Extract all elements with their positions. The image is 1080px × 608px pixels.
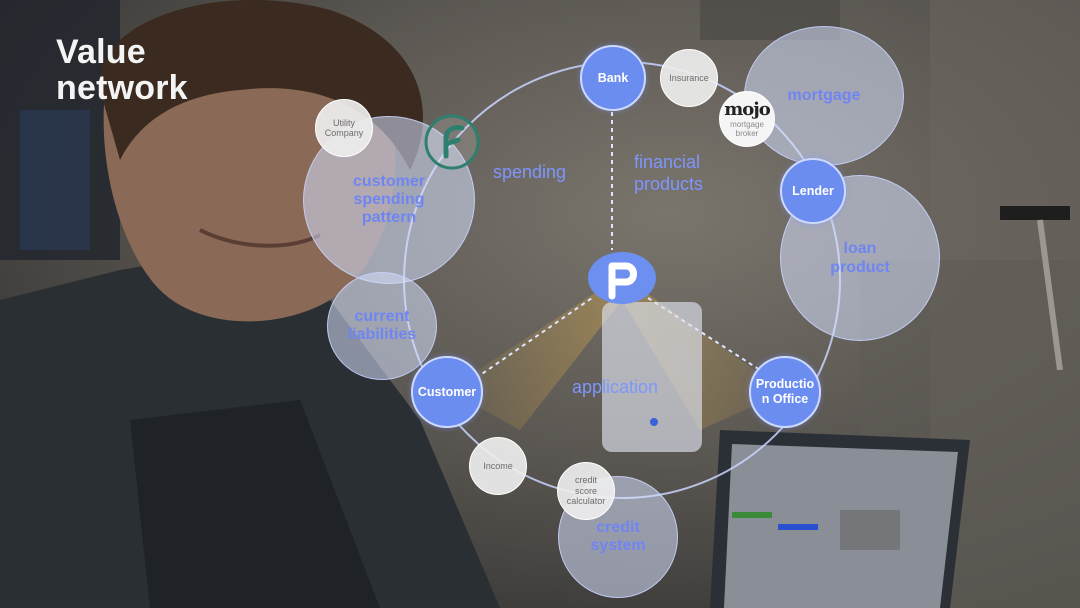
slide-title: Value network (56, 34, 188, 106)
application-label: application (572, 376, 658, 398)
fintech-f-logo (422, 112, 482, 172)
slide-title-line-2: network (56, 70, 188, 106)
bank-node: Bank (580, 45, 646, 111)
center-p-logo (586, 250, 658, 306)
mojo-logo: mojo mortgage broker (719, 91, 775, 147)
current-liabilities-bubble: current liabilities (327, 272, 437, 380)
credit-score-calculator-node: credit score calculator (557, 462, 615, 520)
production-office-node: Productio n Office (749, 356, 821, 428)
income-node: Income (469, 437, 527, 495)
mortgage-bubble: mortgage (744, 26, 904, 166)
insurance-node: Insurance (660, 49, 718, 107)
utility-company-node: Utility Company (315, 99, 373, 157)
lender-node: Lender (780, 158, 846, 224)
customer-node: Customer (411, 356, 483, 428)
spending-label: spending (493, 161, 566, 183)
financial-products-label: financial products (634, 151, 744, 195)
slide-title-line-1: Value (56, 34, 188, 70)
